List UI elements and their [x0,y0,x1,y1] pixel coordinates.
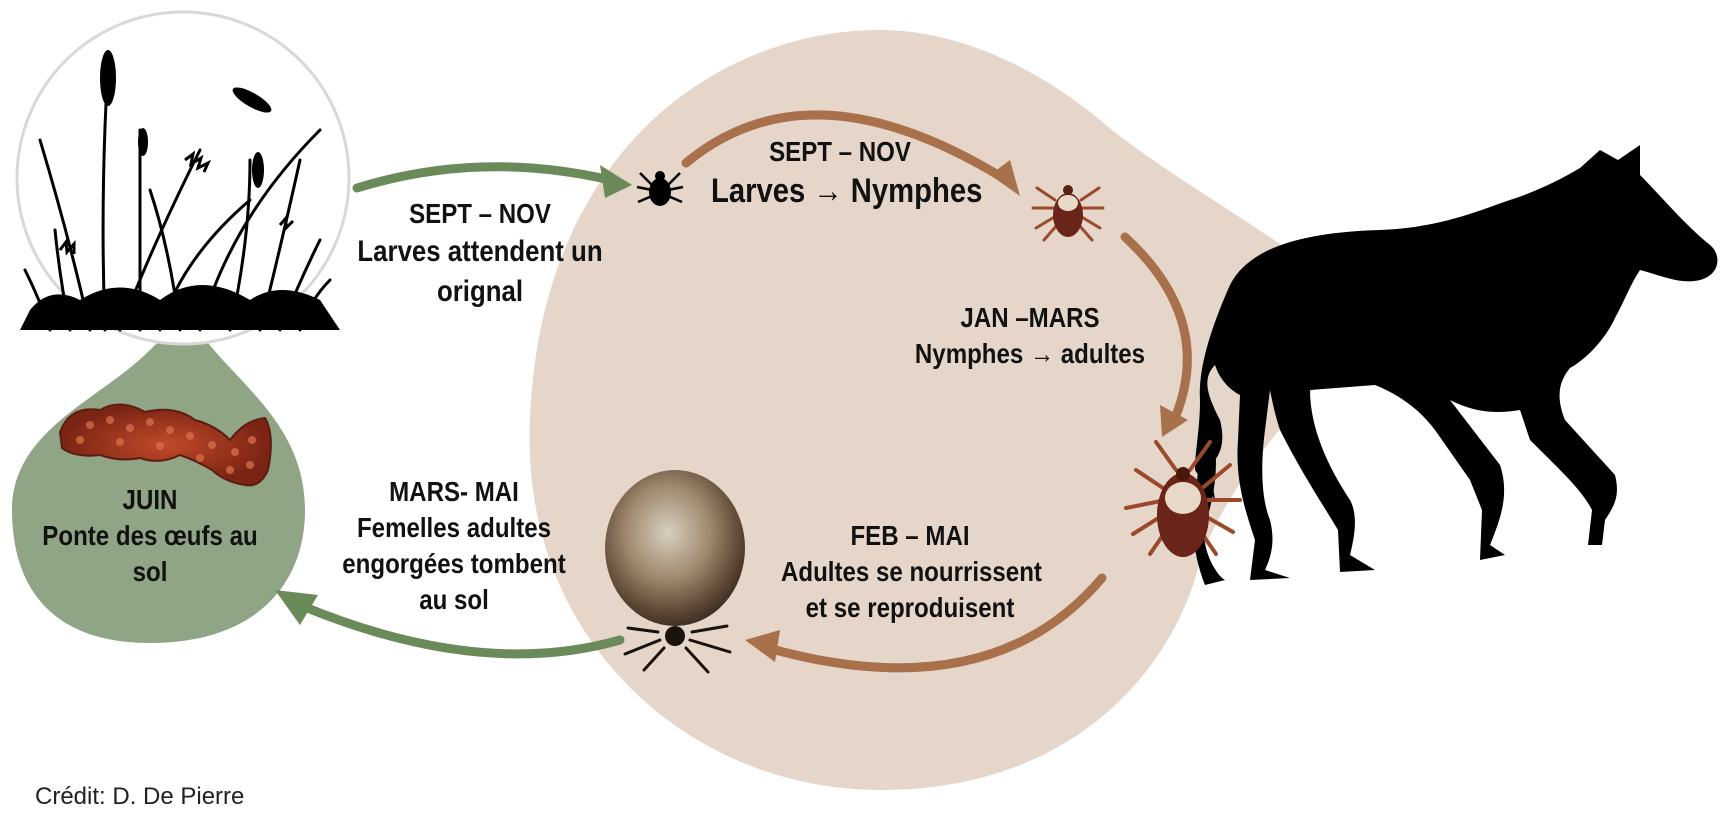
larvae-wait-line1: Larves attendent un [357,235,603,268]
engorged-tick-icon [605,470,745,674]
moose-icon [1193,145,1718,585]
label-nymphs-to-adults: JAN –MARS Nymphes → adultes [901,300,1159,372]
arrow-adults-to-engorged [763,573,1107,673]
females-drop-period: MARS- MAI [389,476,519,507]
egg-laying-period: JUIN [122,484,178,515]
females-drop-line1: Femelles adultes [356,512,552,543]
arrow-grass-to-host [352,162,615,193]
arrow-drop-to-soil [295,600,625,659]
egg-soil-blob [12,325,305,643]
label-larvae-to-nymphs: SEPT – NOV Larves → Nymphes [711,134,983,212]
image-credit: Crédit: D. De Pierre [35,783,245,810]
egg-laying-line1: Ponte des œufs au [42,520,258,551]
arrow-nymphs-to-adults [1120,232,1192,423]
larvae-wait-line2: orignal [436,275,523,308]
adults-feed-line2: et se reproduisent [805,592,1015,623]
nymph-tick-icon [1031,185,1105,242]
nymphs-to-adults-period: JAN –MARS [960,302,1100,333]
adult-tick-icon [1124,440,1242,557]
larvae-to-nymphs-text: Larves → Nymphes [711,172,983,210]
label-egg-laying: JUIN Ponte des œufs au sol [25,482,274,590]
adults-feed-line1: Adultes se nourrissent [781,556,1042,587]
eggs-icon [58,403,272,487]
egg-laying-line2: sol [132,556,168,587]
arrow-larvae-to-nymphs [681,110,1008,183]
females-drop-line3: au sol [419,584,489,615]
label-females-drop: MARS- MAI Femelles adultes engorgées tom… [325,474,583,618]
host-background-blob [529,30,1380,790]
larva-tick-icon [636,171,684,206]
larvae-to-nymphs-period: SEPT – NOV [769,136,911,167]
larvae-wait-period: SEPT – NOV [409,198,551,229]
females-drop-line2: engorgées tombent [342,548,566,579]
nymphs-to-adults-text: Nymphes → adultes [914,338,1146,369]
grass-icon [15,10,351,346]
label-adults-feed: FEB – MAI Adultes se nourrissent et se r… [781,518,1042,626]
label-larvae-wait: SEPT – NOV Larves attendent un orignal [351,196,609,312]
adults-feed-period: FEB – MAI [850,520,970,551]
